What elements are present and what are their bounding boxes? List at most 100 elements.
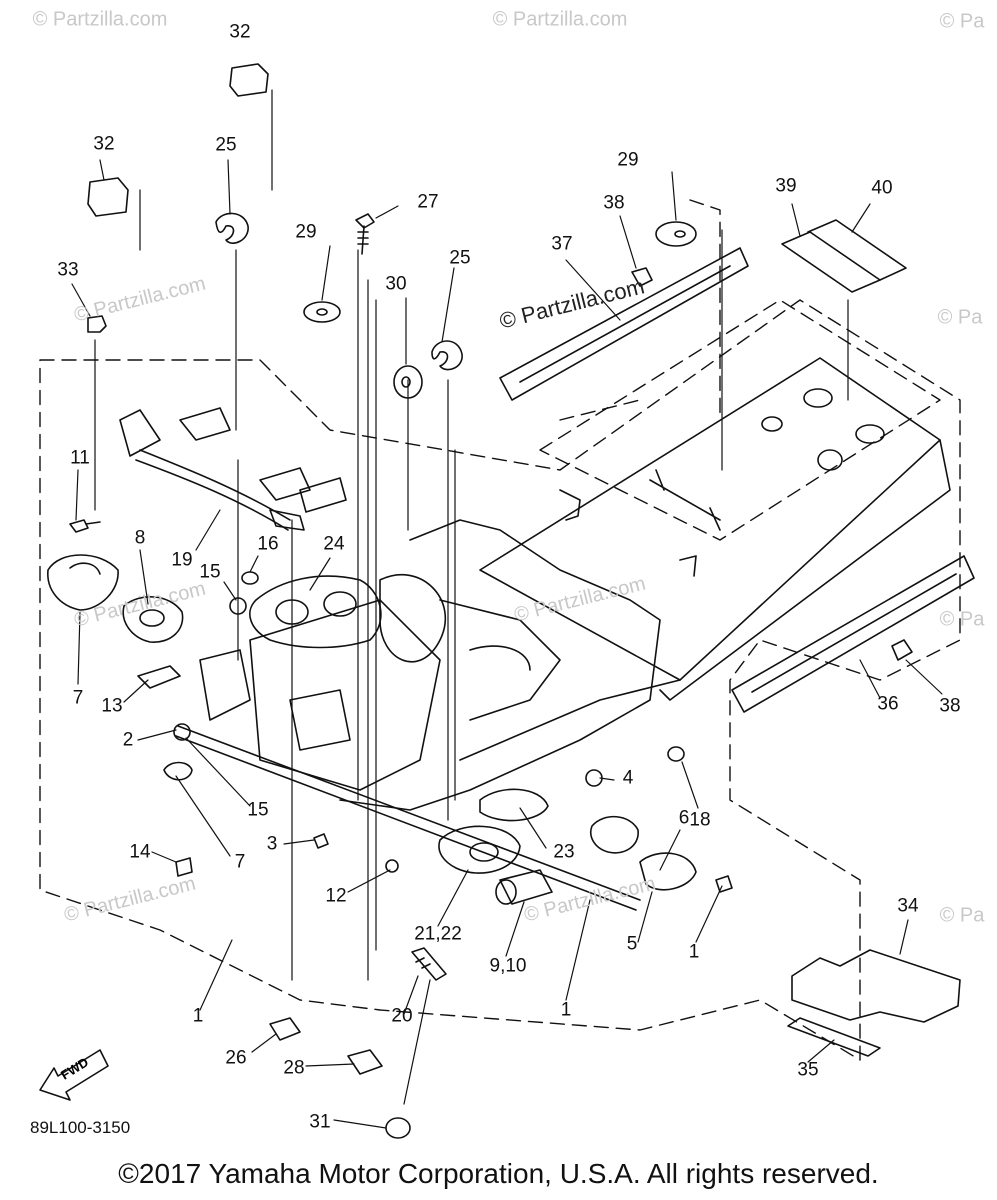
callout-label: 31 — [309, 1111, 331, 1133]
part-38-clip-b — [891, 639, 913, 661]
callout-label: 16 — [257, 533, 279, 555]
callout-label: 38 — [939, 695, 961, 717]
callout-label: 8 — [134, 527, 146, 549]
callout-label: 6 — [678, 807, 690, 829]
part-7-cover — [47, 554, 119, 611]
callout-label: 29 — [617, 149, 639, 171]
callout-label: 1 — [688, 941, 700, 963]
part-25-clip — [215, 212, 249, 244]
part-15-bushing-b — [173, 723, 191, 741]
watermark: © Pa — [937, 306, 983, 329]
frame-tunnel — [459, 357, 951, 761]
part-6-gasket — [590, 815, 639, 854]
part-12-washer — [385, 859, 399, 873]
callout-label: 20 — [391, 1005, 413, 1027]
callout-label: 2 — [122, 729, 134, 751]
callout-label: 7 — [72, 687, 84, 709]
part-38-clip — [631, 267, 653, 287]
callout-label: 35 — [797, 1059, 819, 1081]
part-30-grommet — [393, 365, 423, 399]
callout-label: 5 — [626, 933, 638, 955]
callout-label: 12 — [325, 885, 347, 907]
callout-label: 7 — [234, 851, 246, 873]
callout-label: 1 — [192, 1005, 204, 1027]
callout-label: 24 — [323, 533, 345, 555]
part-36-strip — [731, 555, 975, 713]
part-40-decal — [807, 219, 907, 281]
watermark: © Partzilla.com — [32, 8, 168, 31]
callout-label: 15 — [199, 561, 221, 583]
callout-leaders — [71, 159, 943, 1129]
part-33-block — [87, 315, 107, 333]
watermark: © Pa — [939, 10, 985, 33]
part-8-gasket — [122, 596, 184, 643]
callout-label: 32 — [229, 21, 251, 43]
part-26-clamp — [269, 1017, 301, 1041]
callout-label: 9,10 — [489, 955, 527, 977]
callout-label: 26 — [225, 1047, 247, 1069]
assembly-boundary — [39, 199, 961, 1061]
part-29-grommet — [303, 301, 341, 323]
callout-label: 4 — [622, 767, 634, 789]
callout-label: 38 — [603, 192, 625, 214]
callout-label: 37 — [551, 233, 573, 255]
copyright-notice: ©2017 Yamaha Motor Corporation, U.S.A. A… — [118, 1158, 879, 1189]
part-5-cover — [639, 852, 697, 891]
callout-label: 36 — [877, 693, 899, 715]
callout-label: 25 — [215, 134, 237, 156]
part-18-bushing — [667, 746, 685, 762]
callout-label: 1 — [560, 999, 572, 1021]
part-14-bolt — [175, 857, 193, 877]
part-1-bolt-right — [715, 875, 733, 893]
part-31-cap — [385, 1117, 411, 1139]
part-2-crossbar — [175, 725, 641, 911]
callout-label: 33 — [57, 259, 79, 281]
part-9-10-motor — [495, 869, 553, 905]
part-37-strip — [499, 247, 749, 401]
callout-label: 14 — [129, 841, 151, 863]
callout-label: 3 — [266, 833, 278, 855]
watermark: © Pa — [939, 904, 985, 927]
part-19-bar — [119, 407, 347, 531]
callout-label: 28 — [283, 1057, 305, 1079]
callout-label: 18 — [689, 809, 711, 831]
callout-label: 15 — [247, 799, 269, 821]
part-32-block-top — [229, 63, 269, 97]
part-24-casting — [249, 575, 382, 649]
callout-label: 32 — [93, 133, 115, 155]
callout-label: 34 — [897, 895, 919, 917]
callout-label: 19 — [171, 549, 193, 571]
callout-label: 40 — [871, 177, 893, 199]
part-16-bushing — [241, 571, 259, 585]
part-15-bushing — [229, 597, 247, 615]
watermark: © Pa — [939, 608, 985, 631]
part-27-bolt — [355, 213, 375, 255]
part-28-clamp — [347, 1049, 383, 1075]
part-25-clip-b — [431, 340, 463, 371]
part-32-block — [87, 177, 129, 217]
watermark: © Partzilla.com — [492, 8, 628, 31]
callout-label: 21,22 — [414, 923, 462, 945]
part-13-plate — [137, 665, 181, 689]
callout-label: 23 — [553, 841, 575, 863]
part-21-22-housing — [438, 825, 521, 874]
callout-label: 29 — [295, 221, 317, 243]
callout-label: 39 — [775, 175, 797, 197]
part-29-grommet-b — [655, 221, 697, 247]
catalog-code: 89L100-3150 — [30, 1118, 131, 1137]
callout-label: 11 — [70, 447, 90, 469]
callout-label: 13 — [101, 695, 123, 717]
part-3-pin — [313, 833, 329, 849]
part-11-bolt — [69, 519, 101, 533]
frame-front — [199, 519, 661, 811]
part-23-bracket — [479, 788, 549, 822]
callout-label: 30 — [385, 273, 407, 295]
fwd-arrow — [39, 1049, 109, 1101]
part-34-mat — [791, 949, 961, 1023]
alignment-lines — [94, 89, 849, 981]
callout-label: 27 — [417, 191, 439, 213]
part-7-cap — [163, 761, 193, 781]
part-35-strip — [787, 1017, 881, 1057]
part-20-bolt — [411, 947, 447, 981]
